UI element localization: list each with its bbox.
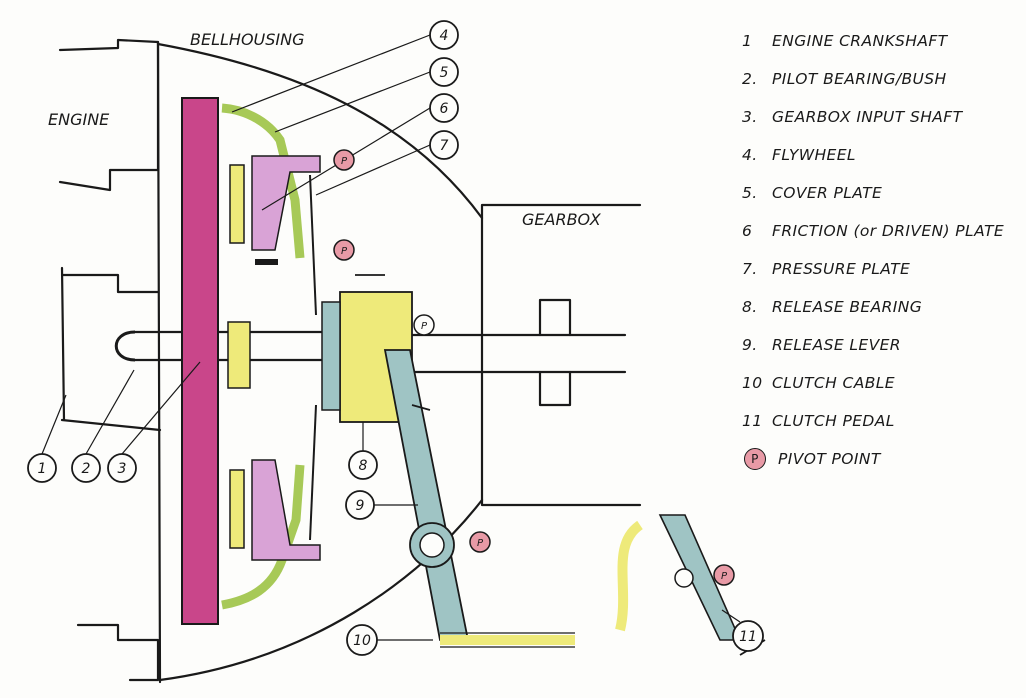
legend-num: 8. [742, 298, 758, 316]
arrow-lever [411, 404, 431, 411]
callout-11: 11 [739, 629, 757, 645]
legend-num: 6 [742, 222, 753, 240]
gearbox-label: GEARBOX [522, 210, 602, 229]
leader-4 [231, 34, 431, 113]
pedal-pivot [674, 568, 694, 588]
crankshaft-outline [60, 273, 162, 432]
callout-1: 1 [38, 461, 47, 477]
pressure-plate-top [251, 155, 321, 251]
legend-item-5: 5. COVER PLATE [742, 174, 1022, 212]
pivot-marker-lever [469, 531, 491, 553]
leader-11 [721, 609, 741, 623]
legend-item-2: 2. PILOT BEARING/BUSH [742, 60, 1022, 98]
legend-text: PILOT BEARING/BUSH [772, 70, 947, 88]
legend-num: 9. [742, 336, 758, 354]
cover-plate-top [221, 103, 305, 259]
legend-text: FLYWHEEL [772, 146, 856, 164]
engine-body [60, 266, 66, 422]
flywheel [181, 97, 219, 625]
pressure-plate-bottom [251, 459, 321, 561]
legend-text: PIVOT POINT [778, 450, 881, 468]
pivot-text-cover: P [341, 156, 348, 167]
leader-7 [315, 144, 431, 196]
callout-4: 4 [440, 28, 449, 44]
legend-text: RELEASE LEVER [772, 336, 901, 354]
leader-5 [274, 71, 431, 133]
legend-item-8: 8. RELEASE BEARING [742, 288, 1022, 326]
leader-2 [85, 369, 135, 455]
legend-text: CLUTCH PEDAL [772, 412, 895, 430]
legend-item-6: 6 FRICTION (or DRIVEN) PLATE [742, 212, 1022, 250]
pivot-text-lever: P [477, 538, 484, 549]
gearbox-outline [480, 203, 642, 507]
legend-text: GEARBOX INPUT SHAFT [772, 108, 963, 126]
pivot-marker-bearing [413, 314, 435, 336]
diaphragm-spring-top [309, 174, 317, 316]
pilot-bearing [114, 330, 136, 362]
pivot-marker-spring [333, 239, 355, 261]
callout-6: 6 [440, 101, 449, 117]
legend-item-11: 11 CLUTCH PEDAL [742, 402, 1022, 440]
legend-num: 10 [742, 374, 763, 392]
release-lever [383, 349, 470, 641]
legend-num: 1 [742, 32, 753, 50]
legend-item-9: 9. RELEASE LEVER [742, 326, 1022, 364]
pivot-marker-cover [333, 149, 355, 171]
pivot-icon: P [744, 448, 766, 470]
callout-8: 8 [359, 458, 368, 474]
legend-num: 5. [742, 184, 758, 202]
friction-pad-bottom [229, 469, 245, 549]
leader-3 [121, 361, 201, 455]
legend-num: 11 [742, 412, 763, 430]
legend-item-3: 3. GEARBOX INPUT SHAFT [742, 98, 1022, 136]
engine-label: ENGINE [48, 110, 110, 129]
diaphragm-spring-bottom [309, 404, 317, 541]
legend-pivot: P PIVOT POINT [742, 440, 1022, 478]
legend-text: PRESSURE PLATE [772, 260, 911, 278]
legend-item-4: 4. FLYWHEEL [742, 136, 1022, 174]
output-shaft [408, 333, 627, 374]
callout-5: 5 [440, 65, 449, 81]
legend-text: CLUTCH CABLE [772, 374, 895, 392]
legend-num: 7. [742, 260, 758, 278]
bellhousing-label: BELLHOUSING [190, 30, 305, 49]
legend-item-10: 10 CLUTCH CABLE [742, 364, 1022, 402]
bellhousing-wall [156, 40, 162, 684]
friction-pad-top [229, 164, 245, 244]
callout-10: 10 [353, 633, 371, 649]
legend-text: COVER PLATE [772, 184, 883, 202]
leader-1 [41, 394, 67, 455]
bearing-sleeve [321, 301, 341, 411]
callout-9: 9 [356, 498, 365, 514]
clutch-cable [440, 520, 644, 645]
legend-num: 4. [742, 146, 758, 164]
callout-3: 3 [118, 461, 127, 477]
pivot-marker-pedal [713, 564, 735, 586]
legend-text: ENGINE CRANKSHAFT [772, 32, 948, 50]
legend-num: 2. [742, 70, 758, 88]
callout-7: 7 [440, 138, 449, 154]
pivot-text-spring: P [341, 246, 348, 257]
friction-pad-mid [227, 321, 251, 389]
pivot-text-bearing: P [421, 321, 428, 332]
lever-pivot-hole [419, 532, 445, 558]
engine-lower-outline [76, 623, 160, 682]
legend-text: FRICTION (or DRIVEN) PLATE [772, 222, 1005, 240]
pivot-text-pedal: P [721, 571, 728, 582]
legend-text: RELEASE BEARING [772, 298, 923, 316]
legend-item-7: 7. PRESSURE PLATE [742, 250, 1022, 288]
clutch-cable-outline [440, 632, 575, 648]
legend-item-1: 1 ENGINE CRANKSHAFT [742, 22, 1022, 60]
gear-cross [538, 298, 572, 407]
callout-11-circle [732, 620, 764, 652]
callout-2: 2 [82, 461, 91, 477]
bellhousing-curve-bottom [158, 498, 484, 682]
legend-num: 3. [742, 108, 758, 126]
